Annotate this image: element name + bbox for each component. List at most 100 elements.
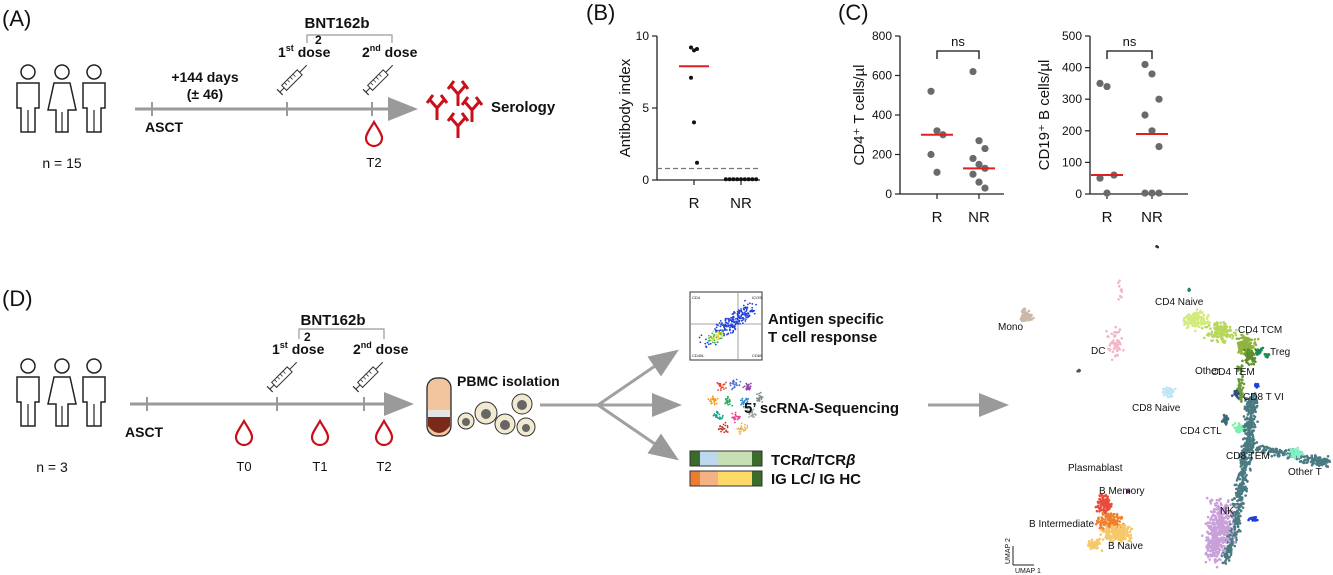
- umap-dot: [1242, 449, 1246, 453]
- mini-umap-dot: [728, 403, 731, 406]
- umap-dot: [1022, 312, 1025, 315]
- umap-dot: [1206, 515, 1210, 519]
- umap-dot: [1246, 442, 1250, 445]
- patient-icons-a: [16, 64, 106, 133]
- umap-dot: [1233, 392, 1236, 396]
- umap-dot: [1119, 529, 1122, 532]
- umap-dot: [1312, 458, 1316, 462]
- facs-dot: [721, 334, 723, 337]
- y-axis-title: CD4⁺ T cells/µl: [851, 64, 868, 165]
- umap-dot: [1214, 558, 1217, 561]
- umap-dot: [1221, 340, 1225, 344]
- dose1-label-a: 1st dose: [278, 43, 331, 60]
- umap-dot: [1203, 336, 1206, 340]
- umap-dot: [1239, 509, 1243, 512]
- umap-dot: [1218, 326, 1222, 329]
- umap-dot: [1212, 518, 1215, 522]
- umap-dot: [1255, 441, 1259, 444]
- mini-umap-dot: [723, 388, 725, 390]
- umap-dot: [1244, 432, 1247, 435]
- umap-dot: [1238, 477, 1242, 481]
- umap-dot: [1278, 448, 1282, 452]
- umap-dot: [1245, 457, 1249, 460]
- umap-dot: [1247, 460, 1251, 464]
- umap-dot: [1218, 506, 1221, 509]
- branch-arrows: [540, 349, 1009, 461]
- umap-dot: [1213, 323, 1216, 327]
- umap-dot: [1216, 322, 1219, 326]
- umap-dot: [1112, 512, 1115, 516]
- umap-dot: [1212, 510, 1216, 513]
- data-point: [754, 177, 759, 182]
- facs-dot: [744, 306, 747, 309]
- umap-dot: [1223, 555, 1227, 559]
- umap-dot: [1240, 497, 1244, 501]
- umap-dot: [1128, 536, 1131, 539]
- mini-umap-dot: [718, 384, 721, 387]
- umap-dot: [1245, 361, 1248, 364]
- facs-dot: [714, 343, 717, 346]
- data-point: [1155, 143, 1163, 151]
- umap-dot: [1162, 387, 1165, 391]
- mini-umap-dot: [736, 418, 739, 421]
- umap-dot: [1118, 294, 1122, 298]
- data-point: [969, 154, 977, 163]
- umap-dot: [1225, 532, 1229, 536]
- n-label-a: n = 15: [42, 155, 82, 171]
- umap-dot: [1235, 487, 1238, 491]
- umap-dot: [1191, 319, 1195, 323]
- umap-dot: [1095, 543, 1099, 547]
- umap-dot: [1251, 436, 1254, 440]
- umap-dot: [1250, 362, 1253, 366]
- umap-dot: [1239, 387, 1242, 390]
- assay-scrna-label: 5’ scRNA-Sequencing: [744, 400, 899, 417]
- umap-dot: [1227, 559, 1231, 562]
- umap-dot: [1213, 548, 1217, 552]
- umap-dot: [1106, 495, 1110, 498]
- umap-dot: [1232, 536, 1236, 539]
- umap-dot: [1219, 525, 1222, 528]
- umap-dot: [1110, 525, 1114, 529]
- umap-axis-y-label: UMAP 2: [1005, 538, 1012, 564]
- facs-dot: [731, 317, 734, 320]
- umap-dot: [1217, 332, 1221, 335]
- facs-dot: [699, 341, 702, 344]
- umap-dot: [1221, 517, 1225, 521]
- umap-dot: [1189, 320, 1193, 323]
- umap-dot: [1114, 529, 1117, 532]
- umap-dot: [1126, 527, 1129, 531]
- umap-dot: [1242, 339, 1245, 343]
- umap-dot: [1191, 316, 1195, 319]
- umap-dot: [1216, 547, 1220, 551]
- facs-dot: [746, 303, 749, 306]
- umap-dot: [1103, 504, 1106, 508]
- umap-dot: [1119, 538, 1123, 542]
- mini-umap-dot: [739, 426, 742, 429]
- umap-dot: [1223, 339, 1227, 343]
- umap-dot: [1248, 396, 1252, 399]
- umap-dot: [1200, 318, 1203, 322]
- umap-dot: [1210, 330, 1214, 334]
- timepoint-t2-d: T2: [376, 459, 391, 474]
- facs-dot: [715, 323, 718, 326]
- umap-dot: [1242, 472, 1246, 475]
- umap-dot: [1296, 446, 1299, 450]
- data-point: [1096, 174, 1104, 182]
- umap-dot: [1250, 399, 1253, 402]
- umap-dot: [1125, 531, 1129, 535]
- umap-dot: [1236, 525, 1240, 529]
- mini-umap-dot: [748, 413, 751, 416]
- facs-dot: [715, 326, 718, 329]
- umap-dot: [1213, 507, 1217, 511]
- umap-dot: [1326, 454, 1330, 458]
- facs-dot: [728, 320, 730, 323]
- umap-dot: [1216, 531, 1219, 534]
- mini-umap-dot: [725, 387, 727, 389]
- umap-dot: [1318, 456, 1322, 459]
- data-point: [689, 75, 693, 80]
- umap-dot: [1099, 533, 1102, 536]
- umap-dot: [1235, 426, 1238, 429]
- pbmc-isolation-label: PBMC isolation: [457, 373, 560, 389]
- vaccine-label-d: BNT162b: [300, 312, 365, 329]
- umap-dot: [1300, 450, 1304, 454]
